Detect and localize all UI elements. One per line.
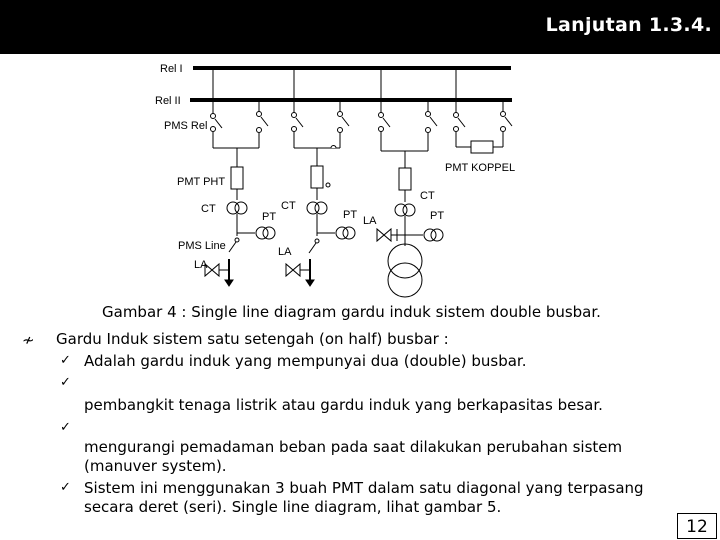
- busbar-rel-1: Rel I: [160, 63, 511, 75]
- label-rel-2: Rel II: [155, 95, 181, 107]
- checkmark-icon: ✓: [60, 420, 71, 435]
- label-pmt-koppel: PMT KOPPEL: [445, 162, 515, 174]
- page-number: 12: [677, 513, 717, 539]
- label-la-2: LA: [278, 246, 292, 258]
- label-ct-2: CT: [281, 200, 296, 212]
- bay-2-feeder: [285, 148, 356, 287]
- list-item-3-line-3: (manuver system).: [84, 457, 227, 475]
- header-bar: Lanjutan 1.3.4.: [0, 0, 720, 54]
- label-pt-2: PT: [343, 209, 357, 221]
- bay-1-feeder: [204, 148, 276, 287]
- list-item-4-line-2: secara deret (seri). Single line diagram…: [84, 498, 502, 516]
- checkmark-icon: ✓: [60, 353, 71, 368]
- breaker-pmt-koppel: PMT KOPPEL: [445, 140, 515, 174]
- label-ct-1: CT: [201, 203, 216, 215]
- checkmark-icon: ✓: [60, 375, 71, 390]
- main-bullet-text: Gardu Induk sistem satu setengah (on hal…: [56, 330, 449, 348]
- single-line-diagram: Rel I Rel II PMS Rel: [0, 54, 720, 304]
- busbar-rel-2: Rel II: [155, 95, 512, 107]
- label-ct-3: CT: [420, 190, 435, 202]
- checkmark-icon: ✓: [60, 480, 71, 495]
- list-item-4-line-1: Sistem ini menggunakan 3 buah PMT dalam …: [84, 479, 644, 497]
- figure-caption: Gambar 4 : Single line diagram gardu ind…: [102, 303, 601, 321]
- label-pmt-pht: PMT PHT: [177, 176, 225, 188]
- list-item-2-line-2: pembangkit tenaga listrik atau gardu ind…: [84, 396, 603, 414]
- label-la-1: LA: [194, 259, 208, 271]
- label-pt-1: PT: [262, 211, 276, 223]
- list-item-1-line-1: Adalah gardu induk yang mempunyai dua (d…: [84, 352, 527, 370]
- disconnect-switches: [210, 68, 513, 152]
- lightning-bullet-icon: ≁: [22, 331, 35, 349]
- label-rel-1: Rel I: [160, 63, 183, 75]
- label-pms-rel: PMS Rel: [164, 120, 207, 132]
- label-la-3: LA: [363, 215, 377, 227]
- bay-3-transformer: [376, 151, 444, 298]
- list-item-3-line-2: mengurangi pemadaman beban pada saat dil…: [84, 438, 623, 456]
- label-pt-3: PT: [430, 210, 444, 222]
- label-pms-line: PMS Line: [178, 240, 226, 252]
- slide-title: Lanjutan 1.3.4.: [545, 14, 712, 36]
